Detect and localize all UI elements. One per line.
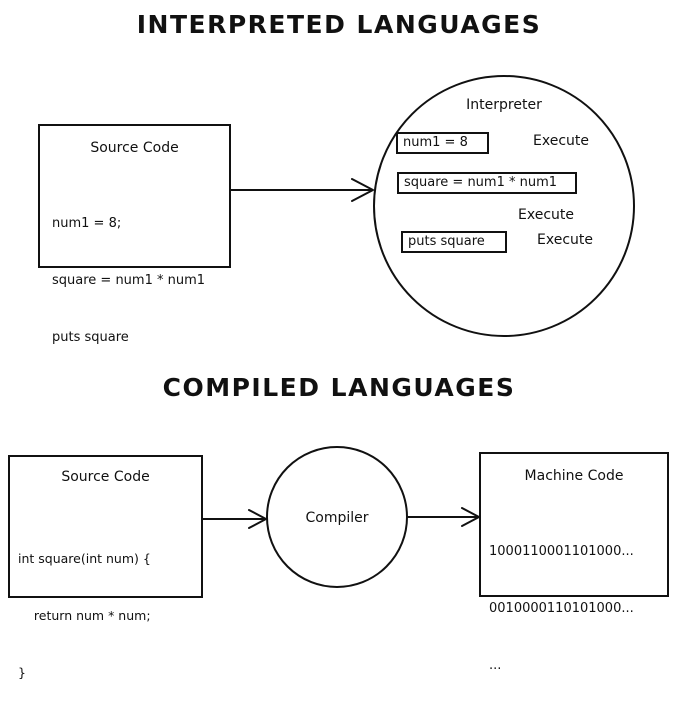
interpreter-circle: Interpreter — [373, 75, 635, 337]
code-line: 1000110001101000... — [489, 544, 634, 559]
interpreter-step-1-code: num1 = 8 — [396, 132, 489, 154]
compiler-title: Compiler — [305, 510, 369, 526]
machine-code-content: 1000110001101000... 0010000110101000... … — [489, 504, 634, 713]
arrow-source-to-compiler — [202, 509, 267, 529]
code-line: } — [18, 665, 26, 680]
machine-code-title: Machine Code — [524, 468, 624, 484]
code-line: 0010000110101000... — [489, 601, 634, 616]
interpreter-step-3-result: Execute — [537, 232, 593, 248]
code-line: return num * num; — [18, 608, 151, 623]
interpreted-source-title: Source Code — [90, 140, 179, 156]
interpreter-step-2-result: Execute — [518, 207, 574, 223]
interpreter-step-3-code: puts square — [401, 231, 507, 253]
compiled-source-title: Source Code — [61, 469, 150, 485]
interpreter-step-2-code: square = num1 * num1 — [397, 172, 577, 194]
compiled-source-code: int square(int num) { return num * num; … — [18, 511, 151, 720]
code-line: puts square — [52, 330, 129, 345]
code-line: square = num1 * num1 — [52, 273, 206, 288]
code-line: int square(int num) { — [18, 551, 151, 566]
interpreted-heading: INTERPRETED LANGUAGES — [136, 10, 542, 39]
compiled-source-box: Source Code int square(int num) { return… — [8, 455, 203, 680]
interpreted-source-code: num1 = 8; square = num1 * num1 puts squa… — [52, 176, 205, 385]
interpreted-source-box: Source Code num1 = 8; square = num1 * nu… — [38, 124, 231, 345]
interpreter-title: Interpreter — [466, 97, 542, 113]
arrow-compiler-to-machine — [407, 507, 480, 527]
code-line: ... — [489, 658, 502, 673]
compiled-heading: COMPILED LANGUAGES — [162, 373, 516, 402]
machine-code-box: Machine Code 1000110001101000... 0010000… — [479, 452, 669, 673]
compiler-circle: Compiler — [266, 446, 408, 588]
interpreter-step-1-result: Execute — [533, 133, 589, 149]
arrow-source-to-interpreter — [230, 178, 374, 202]
code-line: num1 = 8; — [52, 216, 122, 231]
